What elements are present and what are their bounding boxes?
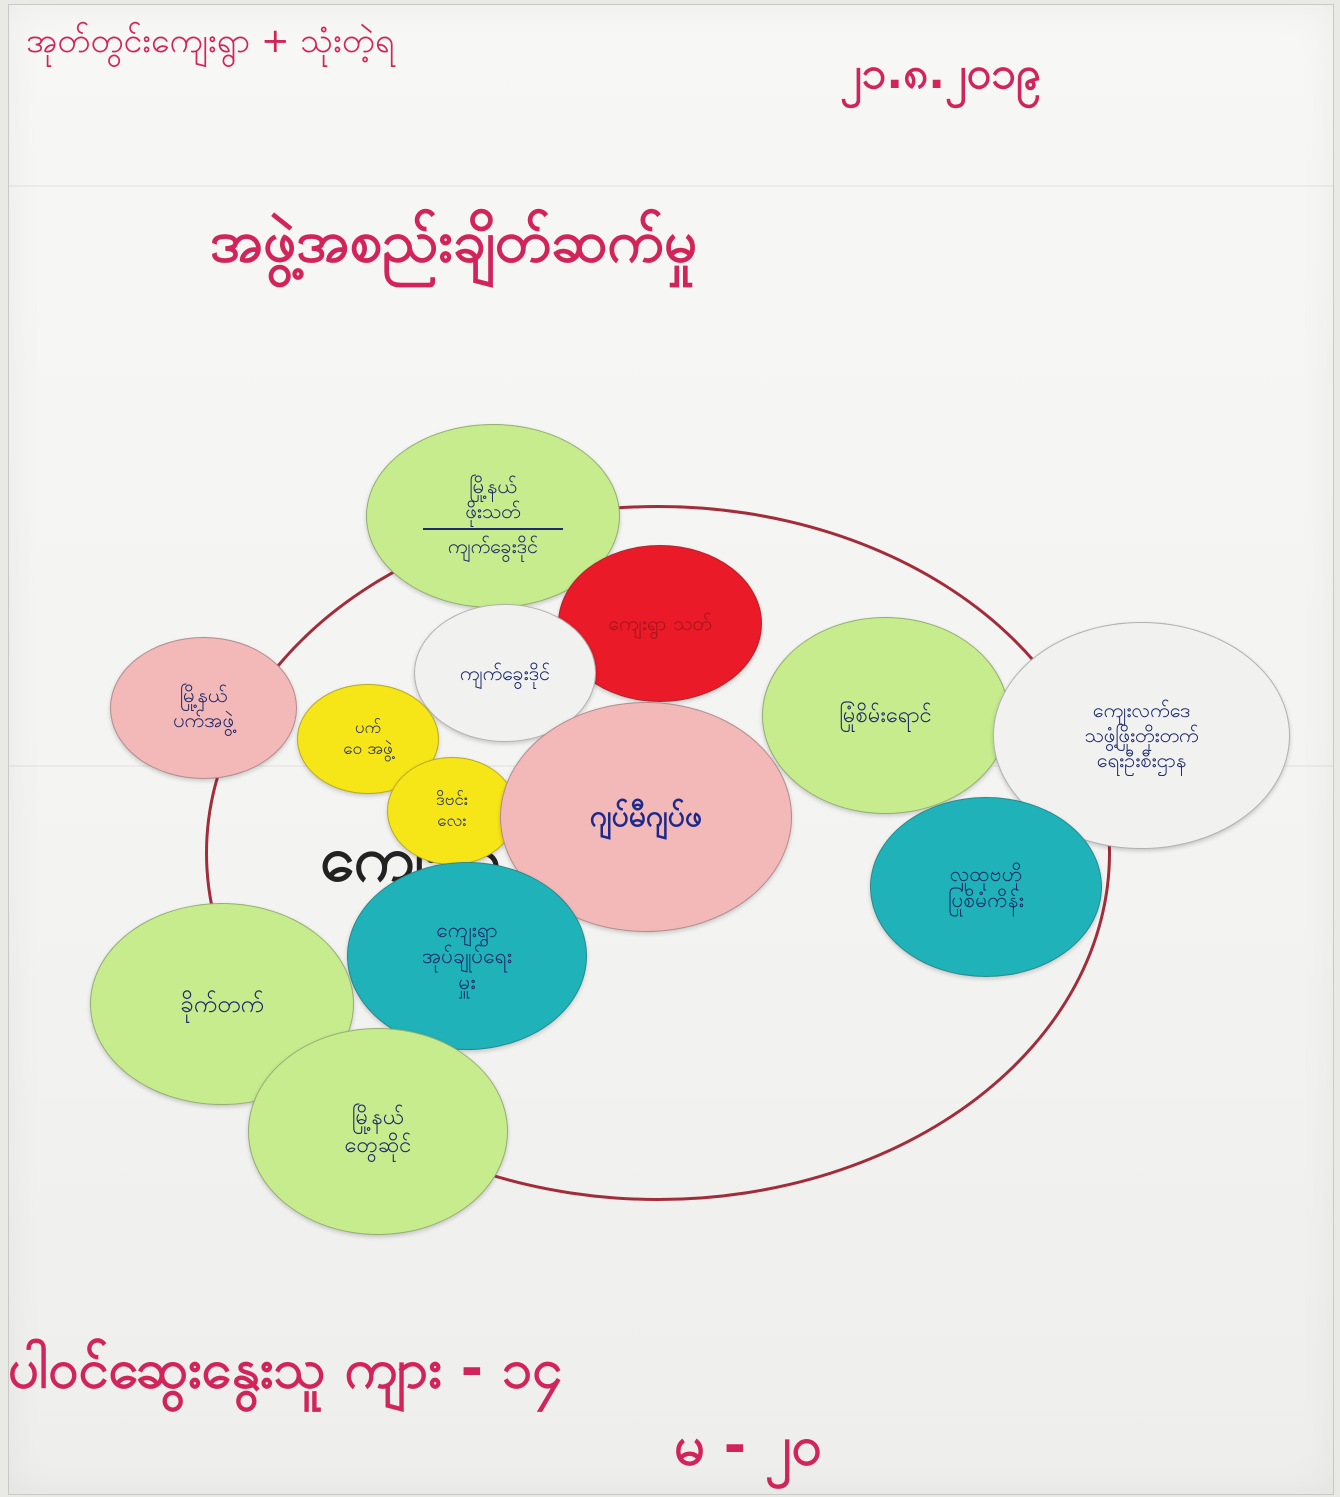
bubble-line: လူထုဗဟို xyxy=(949,861,1023,886)
bubble-village-administrator: ကျေးရွာ အုပ်ချုပ်ရေး မှူး xyxy=(347,862,587,1050)
bubble-green-right: မြုံစိမ်းရောင် xyxy=(762,617,1009,814)
bubble-line: မြို့နယ် xyxy=(351,1105,405,1130)
bubble-line: ကျေးရွာ သတ် xyxy=(608,611,712,635)
bubble-line: မြုံစိမ်းရောင် xyxy=(839,702,932,728)
bubble-line: ကျေးလက်ဒေ xyxy=(1092,698,1191,722)
bubble-township-group: မြို့နယ် ပက်အဖွဲ့ xyxy=(110,637,297,779)
bubble-line: ခိုက်တက် xyxy=(180,990,264,1018)
bubble-community-project: လူထုဗဟို ပြုစိမံကိန်း xyxy=(870,797,1102,977)
bubble-divider xyxy=(423,527,563,530)
poster-title: အဖွဲ့အစည်းချိတ်ဆက်မှု xyxy=(210,207,698,275)
bubble-line: ဝေ အဖွဲ့ xyxy=(343,739,393,759)
bubble-line: ပက်အဖွဲ့ xyxy=(173,708,234,732)
bubble-line: ကျက်ခွေးဒိုင် xyxy=(447,533,539,558)
bubble-line: ဂျပ်မီဂျပ်ဖ xyxy=(589,799,703,835)
bubble-yellow-group: ပက် ဝေ အဖွဲ့ xyxy=(297,684,439,794)
bubble-line: အုပ်ချုပ်ရေး xyxy=(421,943,513,968)
bubble-line: ပြုစိမံကိန်း xyxy=(947,888,1025,912)
participants-male: ပါဝင်ဆွေးနွေးသူ ကျား - ၁၄ xyxy=(8,1337,563,1400)
bubble-vet-post: ကျက်ခွေးဒိုင် xyxy=(414,604,596,742)
bubble-line: လေး xyxy=(437,811,467,831)
outer-circle xyxy=(205,505,1111,1201)
bubble-line: ကျက်ခွေးဒိုင် xyxy=(459,660,551,685)
bubble-yellow-small: ဒိဗင်း လေး xyxy=(387,757,517,865)
participants-female: မ - ၂၀ xyxy=(674,1414,822,1477)
bubble-line: ဒိဗင်း xyxy=(435,789,469,810)
bubble-line: ပက် xyxy=(354,717,382,738)
paper-fold xyxy=(9,185,1333,187)
bubble-line: ဖိုးသတ် xyxy=(465,498,521,523)
bubble-line: ကျေးရွာ xyxy=(436,917,498,942)
bubble-line: တွေဆိုင် xyxy=(344,1132,412,1158)
bubble-line: သဖွံ့ဖြိုးတိုးတက် xyxy=(1084,723,1199,747)
bubble-line: ရေးဦးစီးဌာန xyxy=(1096,748,1187,772)
header-location: အုတ်တွင်းကျေးရွာ + သုံးတဲ့ရ xyxy=(26,21,395,61)
bubble-line: မှူး xyxy=(458,970,476,995)
header-date: ၂၁.၈.၂၀၁၉ xyxy=(840,48,1041,99)
bubble-township-meeting: မြို့နယ် တွေဆိုင် xyxy=(248,1028,508,1235)
bubble-line: မြို့နယ် xyxy=(179,683,228,707)
bubble-line: မြို့နယ် xyxy=(469,473,517,498)
